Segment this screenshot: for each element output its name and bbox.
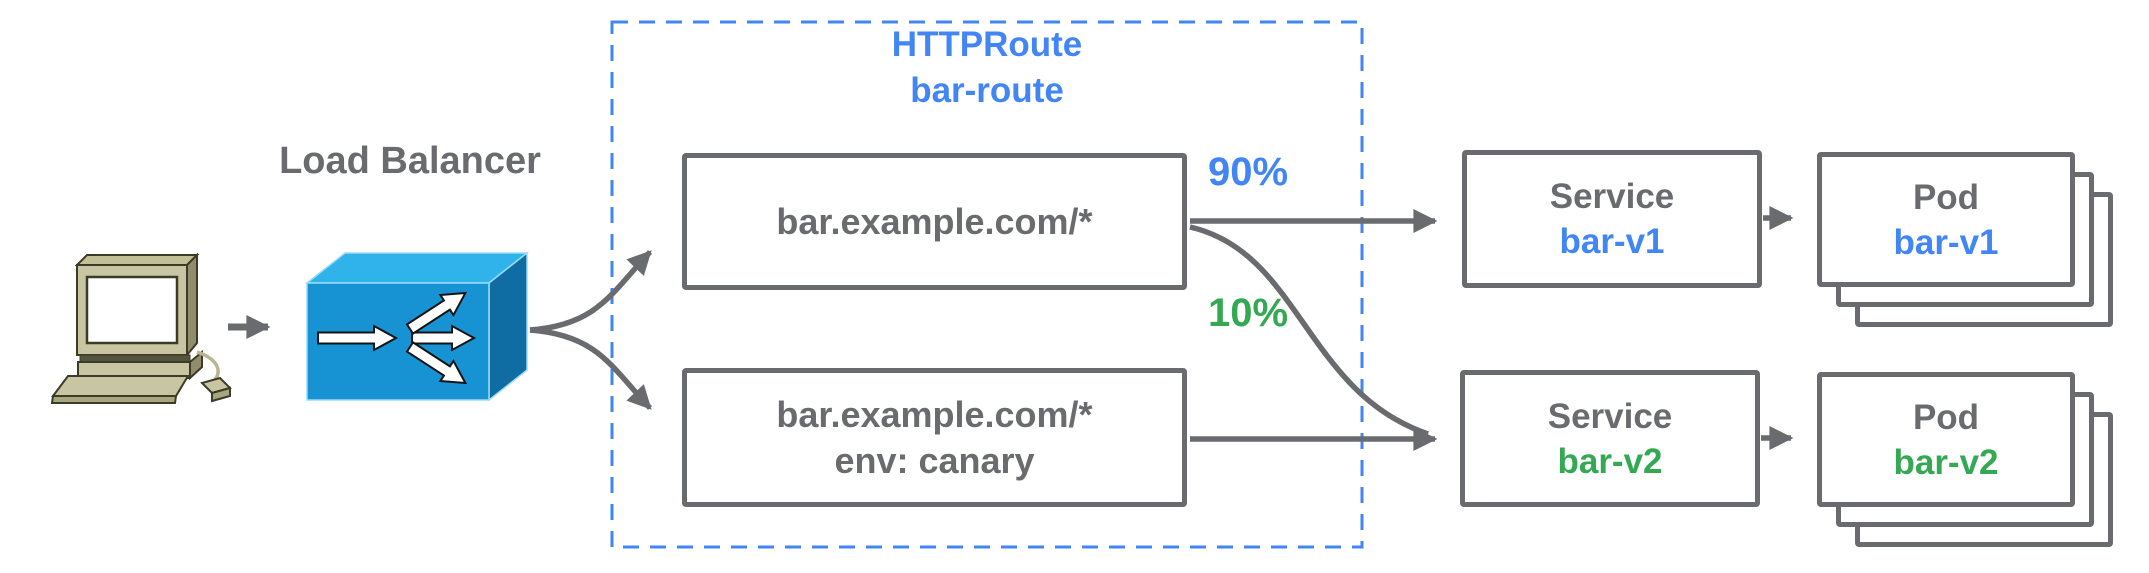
route-rule-header-match: env: canary <box>834 439 1035 481</box>
arrow-lb-to-rule2 <box>529 327 652 410</box>
computer-icon <box>50 252 232 404</box>
pod-stack-bar-v2: Pod bar-v2 <box>1817 372 2117 552</box>
httproute-name-label: bar-route <box>910 71 1064 110</box>
service-kind-label: Service <box>1547 396 1673 436</box>
pod-box-bar-v2: Pod bar-v2 <box>1817 372 2075 507</box>
pod-kind-label: Pod <box>1912 397 1980 437</box>
arrow-rule1-to-service-v2 <box>1189 224 1429 437</box>
weight-label-90: 90% <box>1208 150 1289 194</box>
pod-name-label: bar-v2 <box>1893 442 1999 482</box>
service-kind-label: Service <box>1549 177 1675 216</box>
httproute-dashed-border <box>610 20 1364 549</box>
arrow-lb-to-rule1 <box>529 250 652 333</box>
pod-name-label: bar-v1 <box>1893 222 1999 262</box>
service-box-bar-v1: Service bar-v1 <box>1462 150 1762 288</box>
service-box-bar-v2: Service bar-v2 <box>1460 370 1760 507</box>
httproute-kind-label: HTTPRoute <box>891 25 1083 64</box>
pod-box-bar-v1: Pod bar-v1 <box>1817 152 2075 287</box>
route-rule-match: bar.example.com/* <box>776 393 1093 435</box>
pod-kind-label: Pod <box>1912 177 1980 217</box>
route-rule-match: bar.example.com/* <box>776 200 1093 242</box>
load-balancer-icon <box>304 251 530 402</box>
pod-stack-bar-v1: Pod bar-v1 <box>1817 152 2117 332</box>
service-name-label: bar-v1 <box>1559 222 1665 261</box>
route-rule-box-v1: bar.example.com/* <box>682 153 1187 290</box>
load-balancer-label: Load Balancer <box>279 140 541 182</box>
weight-label-10: 10% <box>1208 291 1289 335</box>
httproute-title: HTTPRoute bar-route <box>612 22 1362 114</box>
service-name-label: bar-v2 <box>1557 441 1663 481</box>
route-rule-box-canary: bar.example.com/* env: canary <box>682 368 1187 507</box>
